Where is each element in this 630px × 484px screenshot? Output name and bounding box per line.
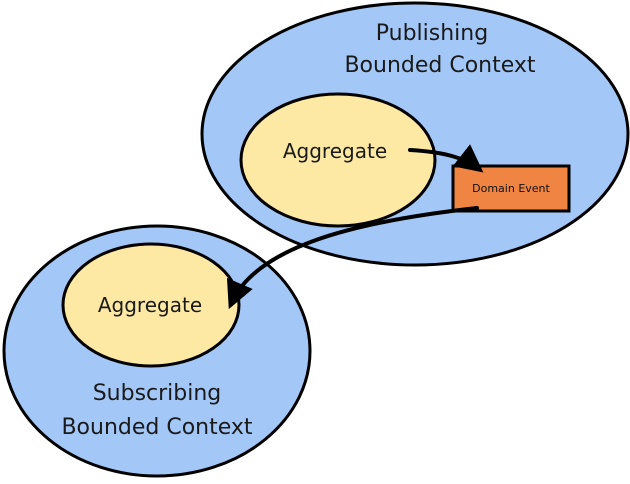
domain-event-box <box>451 164 571 213</box>
subscribing-aggregate-label: Aggregate <box>98 293 202 317</box>
subscribing-context-title-line1: Subscribing <box>93 381 222 406</box>
subscribing-context-title-line2: Bounded Context <box>61 415 252 440</box>
publishing-context-title-line1: Publishing <box>376 21 488 46</box>
publishing-aggregate-ellipse <box>239 92 437 228</box>
publish-arrow <box>408 144 484 173</box>
publishing-context-title-line2: Bounded Context <box>344 53 535 78</box>
domain-event-label: Domain Event <box>472 182 550 195</box>
publishing-aggregate-label: Aggregate <box>283 139 387 163</box>
publishing-bounded-context: Publishing Bounded Context Aggregate <box>200 1 630 267</box>
domain-event: Domain Event <box>451 164 571 213</box>
subscribe-arrow <box>226 206 479 310</box>
